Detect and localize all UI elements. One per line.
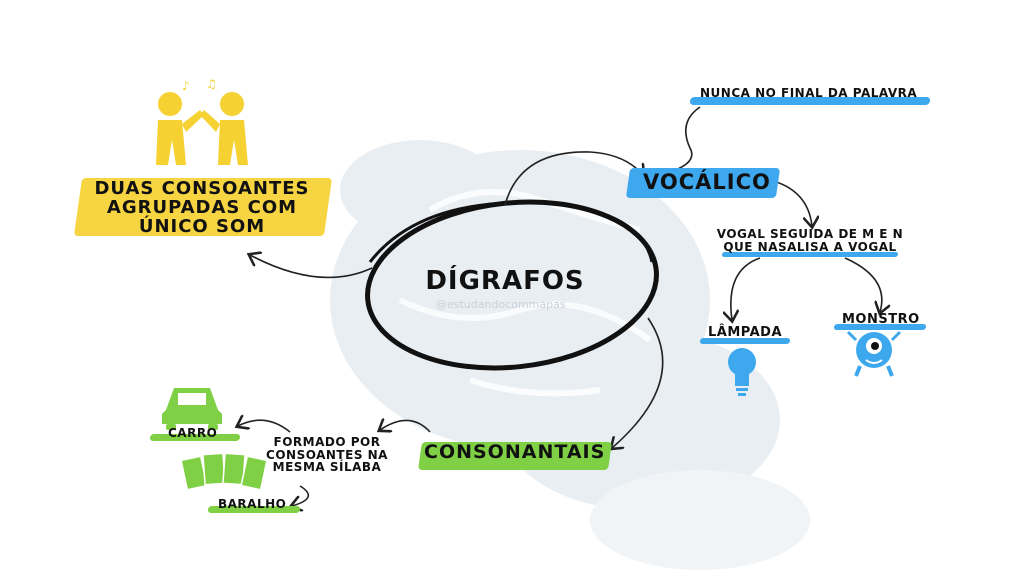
definition-line: AGRUPADAS COM [106, 196, 298, 218]
cards-icon [180, 452, 268, 491]
lamp-icon [728, 348, 756, 396]
connector-to-vocalico [504, 151, 643, 206]
consonantais-note: FORMADO POR CONSOANTES NA MESMA SÍLABA [262, 436, 392, 474]
connector-to-carro [238, 420, 291, 433]
vocalico-note-top: NUNCA NO FINAL DA PALAVRA [700, 86, 918, 100]
connector-to-definition [250, 255, 373, 279]
example-lampada: LÂMPADA [708, 325, 783, 340]
definition-text: DUAS CONSOANTES AGRUPADAS COM ÚNICO SOM [82, 178, 322, 237]
consonantais-note-line: FORMADO POR [273, 435, 381, 449]
svg-text:♪: ♪ [182, 79, 190, 93]
consonantais-label: CONSONANTAIS [424, 441, 606, 463]
consonantais-note-line: CONSOANTES NA [266, 447, 388, 462]
example-carro: CARRO [168, 426, 218, 440]
connector-consonantais-note [380, 420, 431, 432]
svg-text:♫: ♫ [206, 77, 217, 91]
connector-to-monstro [844, 257, 882, 312]
definition-line: ÚNICO SOM [138, 215, 266, 237]
title-ellipse [365, 199, 659, 371]
connector-to-baralho [292, 485, 310, 506]
vocalico-note-line: QUE NASALISA A VOGAL [723, 239, 897, 254]
definition-line: DUAS CONSOANTES [94, 178, 310, 199]
consonantais-note-line: MESMA SÍLABA [272, 460, 382, 475]
vocalico-note-bottom: VOGAL SEGUIDA DE M E N QUE NASALISA A VO… [712, 228, 908, 253]
vocalico-note-line: VOGAL SEGUIDA DE M E N [716, 227, 904, 241]
connector-to-consonantais [612, 317, 664, 448]
example-monstro: MONSTRO [842, 312, 920, 327]
monster-icon [846, 330, 902, 377]
page-title: DÍGRAFOS [425, 266, 585, 296]
vocalico-label: VOCÁLICO [643, 170, 771, 194]
connector-to-lampada [731, 257, 761, 320]
singers-icon: ♪ ♫ [156, 77, 248, 165]
example-baralho: BARALHO [218, 497, 287, 511]
watermark: @estudandocommapas [436, 298, 566, 311]
connector-vocalico-note-top [654, 106, 701, 177]
car-icon [162, 388, 222, 430]
